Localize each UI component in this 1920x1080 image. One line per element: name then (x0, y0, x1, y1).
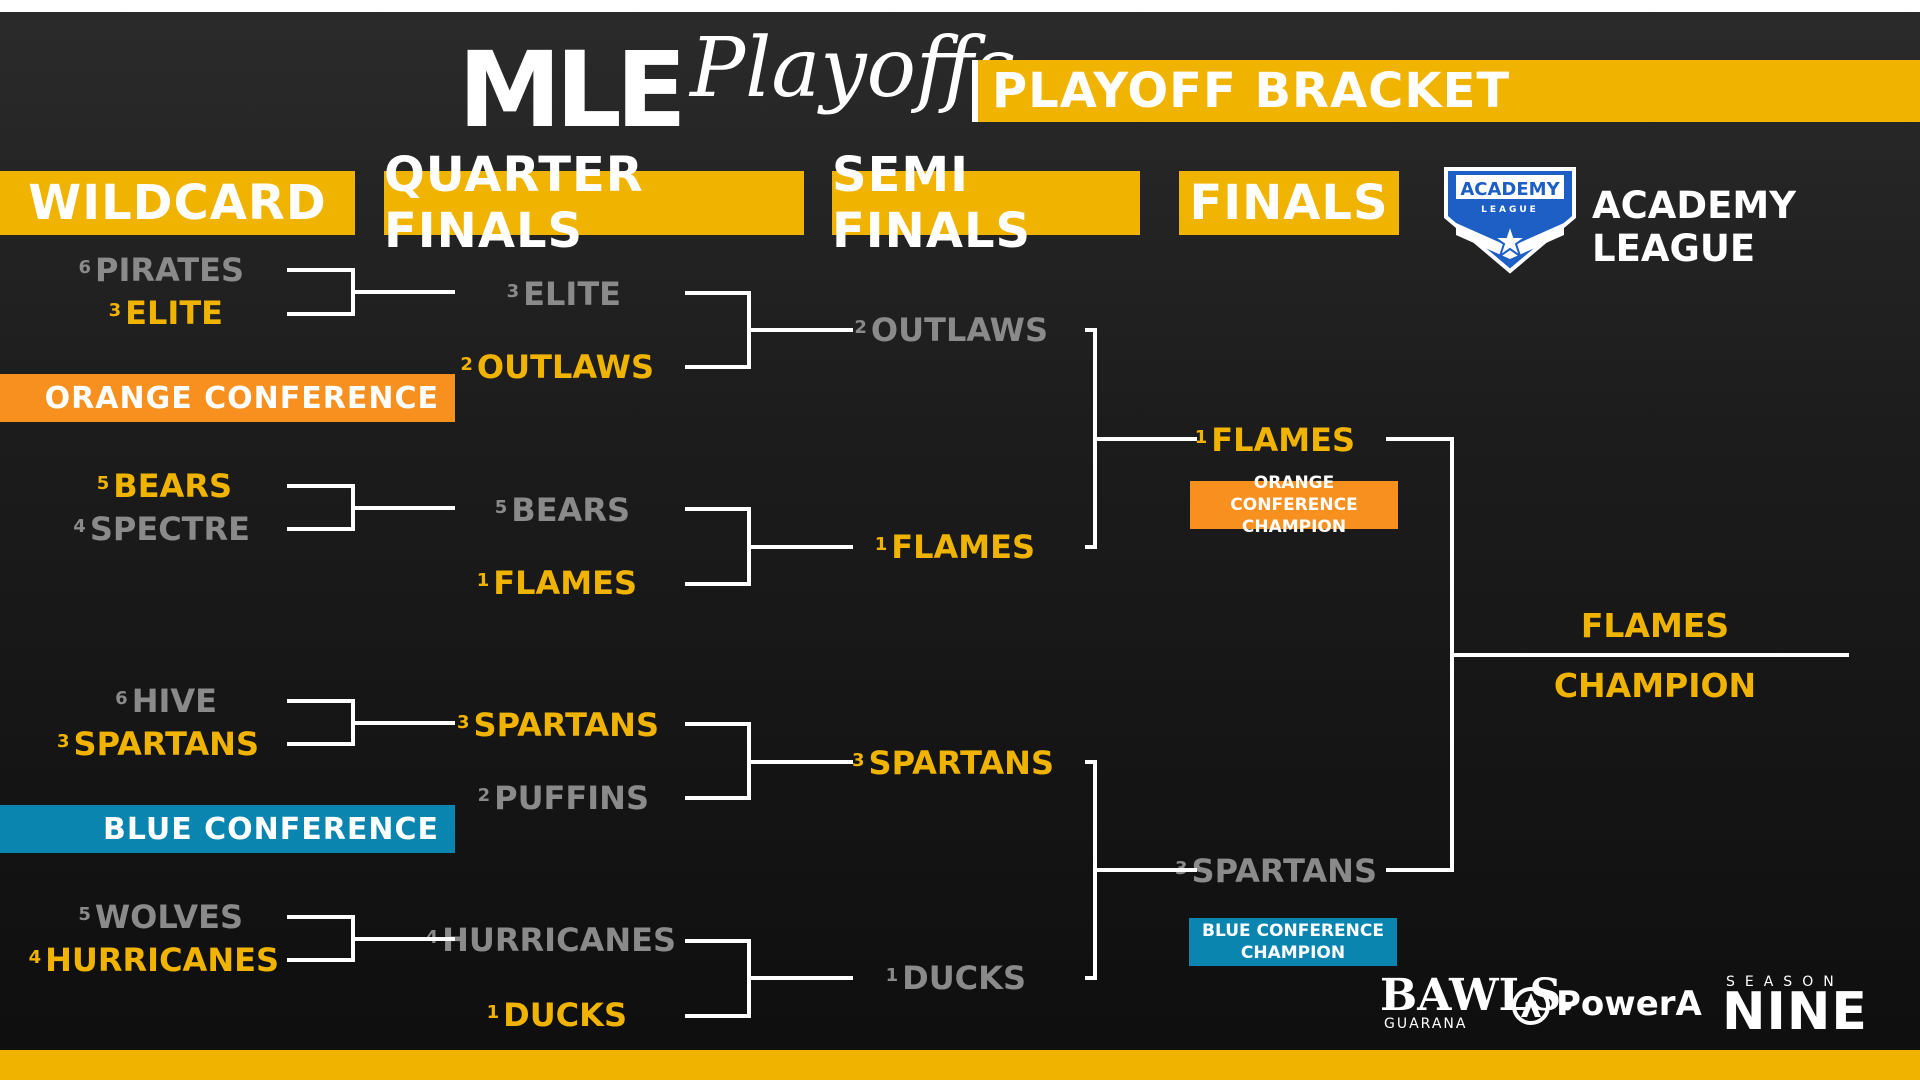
bracket-line (287, 527, 355, 531)
bracket-line (351, 937, 455, 941)
bracket-line (747, 328, 853, 332)
season-number: NINE (1722, 982, 1868, 1042)
round-header-finals: FINALS (1179, 171, 1399, 235)
bracket-line (1097, 868, 1197, 872)
bracket-line (1386, 868, 1454, 872)
bracket-line (287, 312, 355, 316)
title-bar (972, 60, 1920, 122)
bracket-line (1454, 653, 1849, 657)
bracket-line (351, 290, 455, 294)
title-separator (972, 60, 978, 122)
orange-conference-label: ORANGE CONFERENCE (0, 374, 455, 422)
badge-text-sub: LEAGUE (1481, 205, 1539, 215)
bracket-line (287, 742, 355, 746)
playoffs-script-logo: Playoffs (690, 21, 1017, 116)
bracket-line (747, 545, 853, 549)
bracket-line (747, 760, 853, 764)
champion-label: CHAMPION (1553, 666, 1757, 705)
orange-champion-line-1: ORANGE CONFERENCE (1230, 473, 1358, 515)
bracket-line (685, 507, 751, 511)
bracket-line (1085, 328, 1097, 332)
blue-conference-champion-badge: BLUE CONFERENCE CHAMPION (1189, 918, 1397, 966)
bottom-bar (0, 1050, 1920, 1080)
bracket-line (1085, 760, 1097, 764)
mle-logo: MLE (458, 29, 687, 151)
bracket-line (1450, 437, 1454, 872)
bracket-line (685, 1014, 751, 1018)
bracket-line (685, 722, 751, 726)
bracket-line (1093, 328, 1097, 549)
bracket-line (685, 796, 751, 800)
bracket-line (747, 976, 853, 980)
season-label: SEASON (1726, 974, 1844, 990)
powera-logo: PowerA (1556, 984, 1702, 1024)
bracket-line (1093, 760, 1097, 980)
academy-league-badge-icon: ACADEMY LEAGUE (1444, 167, 1576, 274)
orange-conference-champion-badge: ORANGE CONFERENCE CHAMPION (1190, 473, 1398, 537)
round-header-wildcard: WILDCARD (0, 171, 355, 235)
top-border (0, 0, 1920, 12)
bracket-line (1386, 437, 1454, 441)
blue-champion-line-1: BLUE CONFERENCE (1202, 921, 1384, 941)
bracket-line (685, 939, 751, 943)
bracket-line (1085, 976, 1097, 980)
blue-champion-line-2: CHAMPION (1240, 943, 1346, 963)
round-header-quarter-finals: QUARTER FINALS (384, 147, 804, 259)
bawls-logo-subtitle: GUARANA (1384, 1016, 1468, 1032)
bracket-line (287, 484, 355, 488)
bracket-line (287, 699, 355, 703)
round-header-semi-finals: SEMI FINALS (832, 147, 1140, 259)
champion-team-name: FLAMES (1580, 606, 1730, 645)
page-title: PLAYOFF BRACKET (992, 63, 1511, 119)
bracket-line (1085, 545, 1097, 549)
bracket-line (351, 721, 455, 725)
powera-logo-icon (1512, 987, 1550, 1025)
league-name: ACADEMY LEAGUE (1592, 184, 1797, 270)
bracket-line (685, 365, 751, 369)
bracket-line (1097, 437, 1197, 441)
bracket-line (685, 582, 751, 586)
orange-champion-line-2: CHAMPION (1241, 517, 1347, 537)
badge-text-top: ACADEMY (1460, 179, 1560, 200)
bracket-line (351, 506, 455, 510)
bracket-line (287, 915, 355, 919)
bracket-line (685, 291, 751, 295)
bracket-line (287, 958, 355, 962)
bracket-line (287, 268, 355, 272)
blue-conference-label: BLUE CONFERENCE (0, 805, 455, 853)
